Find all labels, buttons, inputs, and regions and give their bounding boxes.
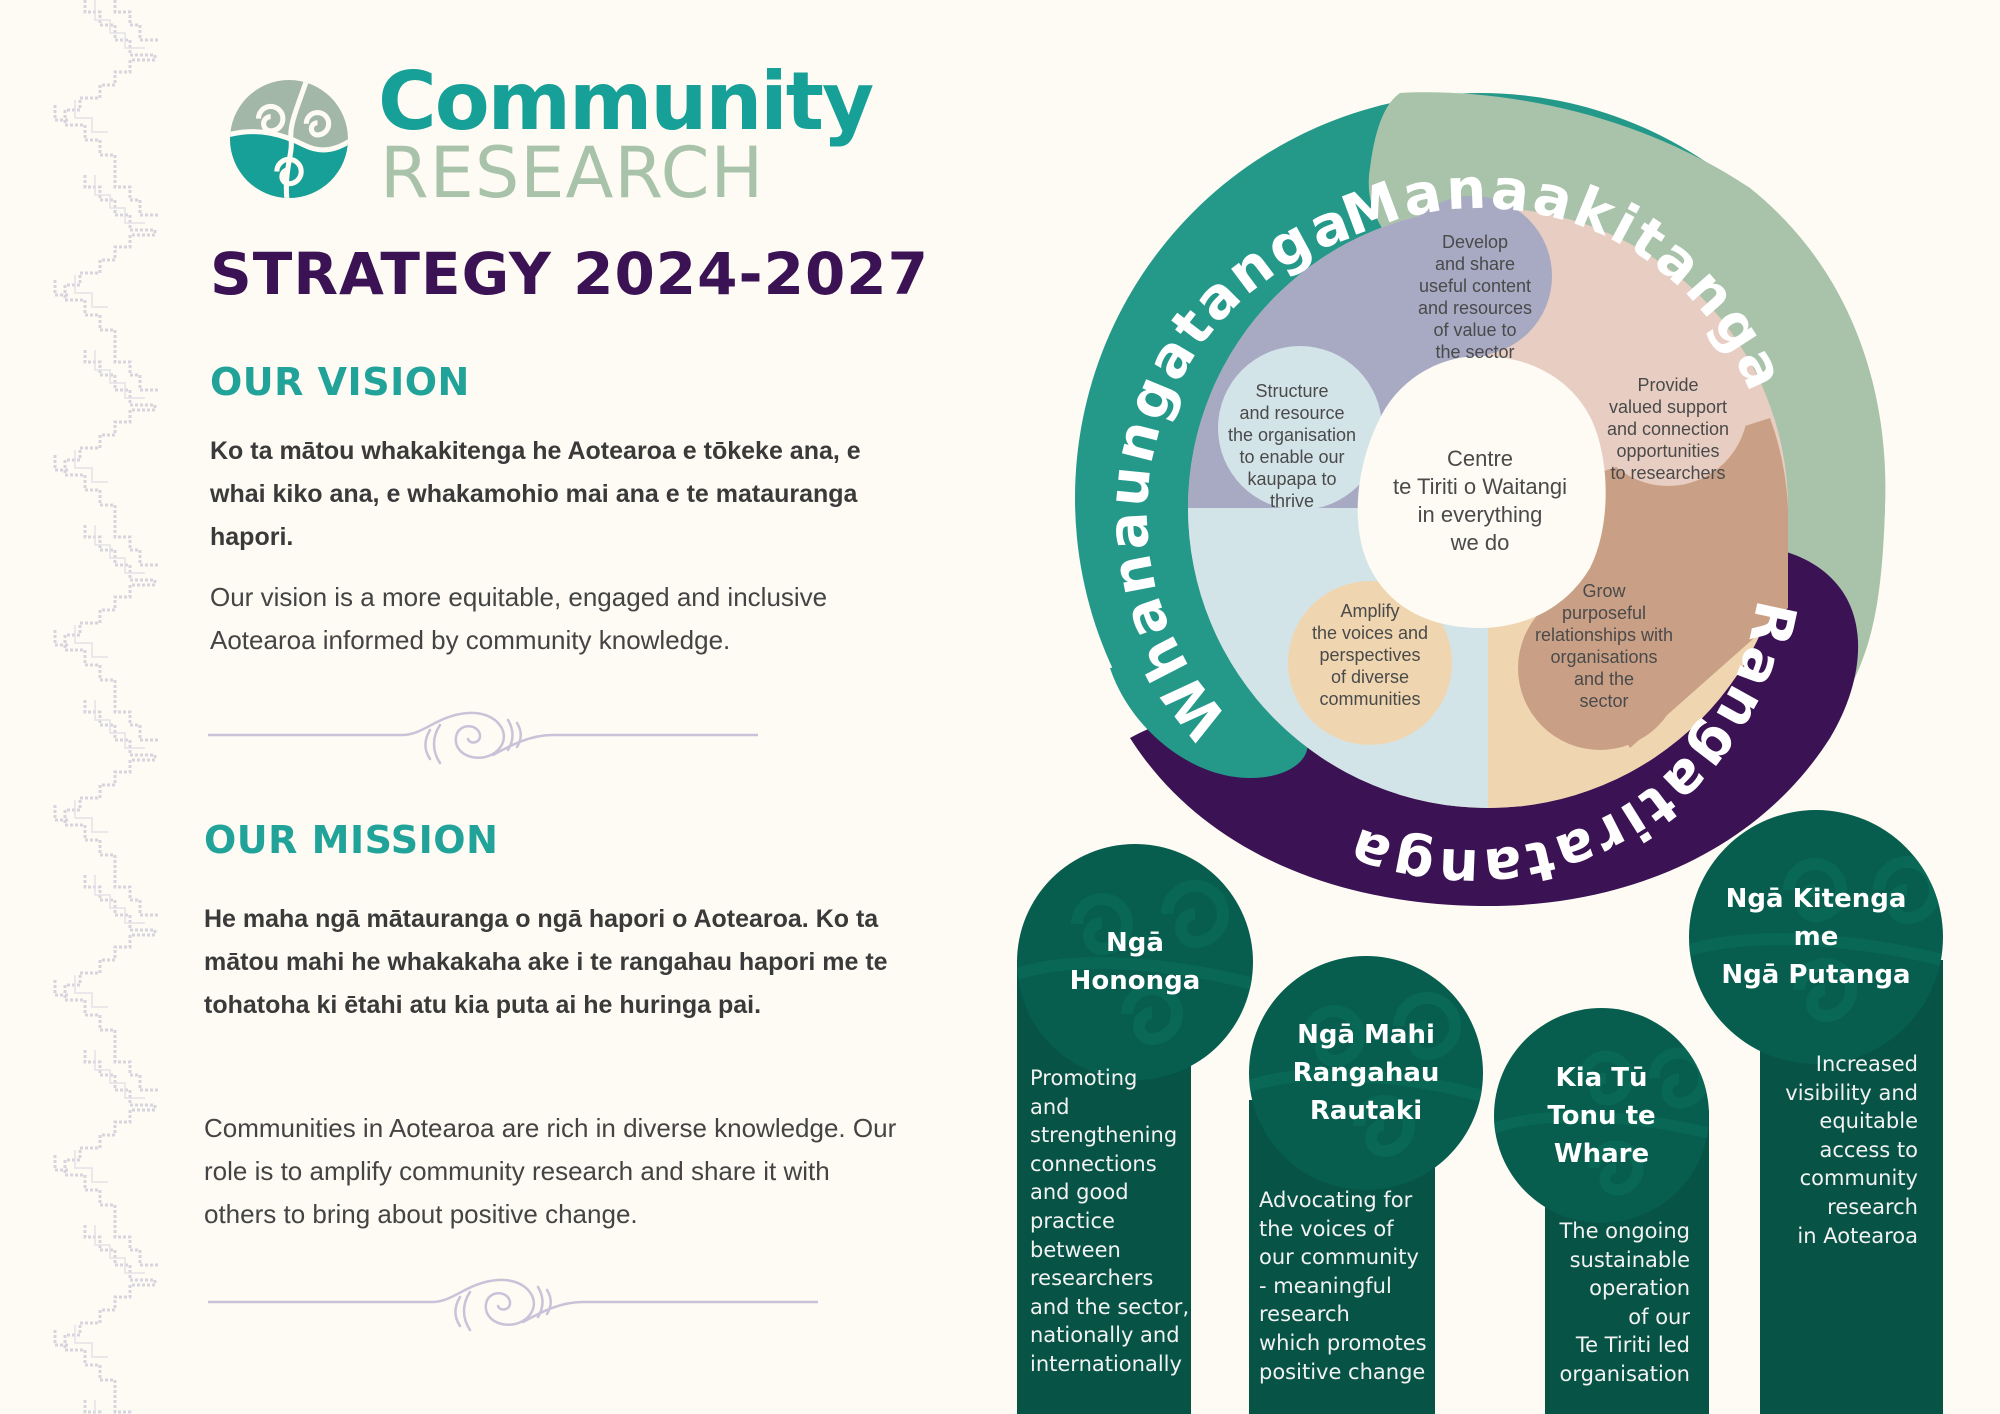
- koru-divider-icon: [208, 711, 758, 765]
- koru-pattern-icon: [1689, 856, 1943, 1023]
- svg-text:opportunities: opportunities: [1616, 441, 1719, 461]
- svg-text:Centre: Centre: [1447, 446, 1513, 471]
- koru-logo-icon: [230, 80, 348, 198]
- pillar-title-line: Tonu te: [1547, 1100, 1656, 1131]
- pillar-title-line: Ngā Kitenga: [1725, 884, 1907, 914]
- pillar-title-line: me: [1793, 922, 1839, 952]
- logo-wordmark-research: RESEARCH: [380, 132, 765, 214]
- svg-text:and the: and the: [1574, 669, 1634, 689]
- svg-text:the sector: the sector: [1435, 342, 1514, 362]
- vision-maori-text: Ko ta mātou whakakitenga he Aotearoa e t…: [210, 437, 861, 551]
- svg-text:organisations: organisations: [1550, 647, 1657, 667]
- pillar-title-line: Whare: [1553, 1138, 1650, 1169]
- pillar-head-nga-mahi: Ngā Mahi Rangahau Rautaki: [1249, 956, 1483, 1190]
- poutama-pattern-icon: [40, 0, 170, 1414]
- petal-text-grow: Grow purposeful relationships with organ…: [1535, 581, 1673, 711]
- pillar-title-line: Kia Tū: [1555, 1062, 1648, 1093]
- svg-text:valued support: valued support: [1609, 397, 1727, 417]
- svg-text:the voices and: the voices and: [1312, 623, 1428, 643]
- svg-text:and connection: and connection: [1607, 419, 1729, 439]
- centre-circle: [1357, 356, 1606, 628]
- strategy-ring-diagram: Centre te Tiriti o Waitangi in everythin…: [1075, 92, 1886, 907]
- pillar-title-line: Rautaki: [1309, 1096, 1423, 1126]
- svg-text:and resources: and resources: [1418, 298, 1532, 318]
- mission-english-text: Communities in Aotearoa are rich in dive…: [204, 1113, 897, 1229]
- petal-text-amplify: Amplify the voices and perspectives of d…: [1312, 601, 1428, 709]
- pillar-title-line: Rangahau: [1292, 1058, 1440, 1088]
- svg-text:sector: sector: [1579, 691, 1628, 711]
- mission-heading: OUR MISSION: [204, 818, 499, 862]
- pillar-title-line: Hononga: [1069, 966, 1201, 996]
- svg-text:te Tiriti o Waitangi: te Tiriti o Waitangi: [1393, 474, 1567, 499]
- svg-text:of diverse: of diverse: [1331, 667, 1409, 687]
- vision-english-text: Our vision is a more equitable, engaged …: [210, 582, 828, 655]
- koru-pattern-icon: [1494, 1047, 1709, 1196]
- page-title: STRATEGY 2024-2027: [210, 240, 930, 308]
- centre-text: Centre te Tiriti o Waitangi in everythin…: [1393, 446, 1567, 555]
- svg-text:Amplify: Amplify: [1340, 601, 1399, 621]
- svg-text:and share: and share: [1435, 254, 1515, 274]
- svg-text:communities: communities: [1319, 689, 1420, 709]
- svg-text:thrive: thrive: [1270, 491, 1314, 511]
- svg-text:Grow: Grow: [1582, 581, 1626, 601]
- svg-text:kaupapa to: kaupapa to: [1247, 469, 1336, 489]
- petal-develop-share: [1392, 196, 1552, 356]
- petal-amplify-voices: [1288, 581, 1452, 745]
- koru-pattern-icon: [1249, 992, 1483, 1158]
- pillar-head-nga-kitenga: Ngā Kitenga me Ngā Putanga: [1689, 810, 1943, 1064]
- svg-text:purposeful: purposeful: [1562, 603, 1646, 623]
- svg-text:relationships with: relationships with: [1535, 625, 1673, 645]
- pillar-head-nga-hononga: Ngā Hononga: [1017, 844, 1253, 1080]
- petal-structure-resource: [1218, 346, 1382, 510]
- svg-text:Structure: Structure: [1255, 381, 1328, 401]
- svg-text:we do: we do: [1450, 530, 1510, 555]
- svg-text:of value to: of value to: [1433, 320, 1516, 340]
- pillar-title-line: Ngā: [1106, 928, 1164, 958]
- petal-text-develop: Develop and share useful content and res…: [1418, 232, 1532, 362]
- svg-text:useful content: useful content: [1419, 276, 1531, 296]
- koru-pattern-icon: [1017, 880, 1253, 1046]
- petal-text-structure: Structure and resource the organisation …: [1228, 381, 1356, 511]
- svg-text:in everything: in everything: [1418, 502, 1543, 527]
- petal-grow-relationships: [1518, 586, 1682, 750]
- vision-heading: OUR VISION: [210, 360, 470, 404]
- logo-wordmark-community: Community: [378, 55, 874, 148]
- svg-text:to researchers: to researchers: [1610, 463, 1725, 483]
- mission-maori-text: He maha ngā mātauranga o ngā hapori o Ao…: [204, 905, 888, 1019]
- svg-text:Develop: Develop: [1442, 232, 1508, 252]
- svg-text:perspectives: perspectives: [1319, 645, 1420, 665]
- svg-text:and resource: and resource: [1239, 403, 1344, 423]
- petal-text-provide: Provide valued support and connection op…: [1607, 375, 1729, 483]
- petal-provide-support: [1588, 326, 1748, 486]
- pillar-title-line: Ngā Mahi: [1297, 1020, 1435, 1050]
- svg-text:to enable our: to enable our: [1239, 447, 1344, 467]
- koru-divider-icon: [208, 1278, 818, 1332]
- pillar-head-kia-tu: Kia Tū Tonu te Whare: [1494, 1008, 1709, 1223]
- svg-text:the organisation: the organisation: [1228, 425, 1356, 445]
- svg-text:Provide: Provide: [1637, 375, 1698, 395]
- pillar-title-line: Ngā Putanga: [1721, 960, 1911, 990]
